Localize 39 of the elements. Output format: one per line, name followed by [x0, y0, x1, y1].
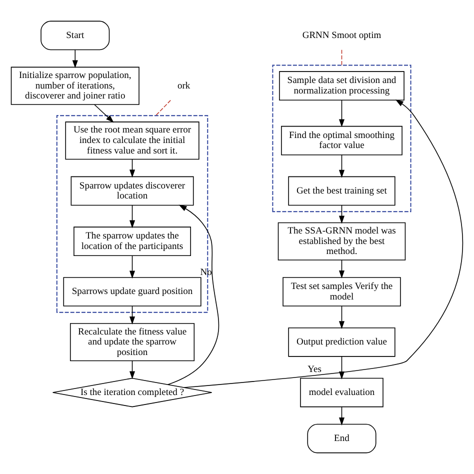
arrow: [129, 255, 136, 279]
connector: [341, 49, 342, 66]
arrow: [184, 100, 464, 388]
node-box: Sparrow updates discoverer location: [70, 176, 194, 206]
arrow: [129, 204, 136, 228]
arrow: [129, 360, 136, 380]
node-box: Use the root mean square error index to calculate the initial fitness value and sort it.: [65, 122, 200, 160]
arrow: [167, 204, 220, 385]
arrow: [94, 104, 114, 123]
arrow: [72, 49, 78, 68]
node-box: The sparrow updates the location of the participants: [74, 226, 191, 256]
node-box: The SSA-GRNN model was established by the best method.: [278, 222, 406, 260]
arrow: [338, 204, 345, 224]
arrow: [129, 158, 136, 178]
node-box: Sparrows update guard position: [63, 277, 202, 306]
node-box: Find the optimal smoothing factor value: [281, 126, 402, 156]
node-box: Test set samples Verify the model: [282, 277, 401, 306]
edge-label: No: [200, 268, 212, 278]
node-box: Initialize sparrow population, number of iterations, discoverer and joiner ratio: [10, 66, 140, 105]
cluster: [272, 64, 412, 212]
node-text: ork: [178, 81, 190, 92]
node-box: model evaluation: [300, 378, 384, 408]
arrow: [338, 356, 345, 380]
arrow: [338, 100, 345, 128]
edge-label: Yes: [308, 364, 322, 375]
arrow: [338, 406, 345, 426]
node-box: Get the best training set: [288, 176, 396, 206]
node-diamond: Is the iteration completed ?: [52, 378, 212, 408]
node-box: Start: [40, 20, 110, 50]
arrow: [129, 306, 136, 324]
node-box: End: [307, 424, 376, 454]
node-text: GRNN Smoot optim: [302, 30, 382, 41]
node-box: Sample data set division and normalization processing: [279, 71, 404, 101]
arrow: [338, 260, 345, 278]
node-box: Output prediction value: [288, 327, 396, 357]
node-box: Recalculate the fitness value and update the sparrow position: [70, 323, 195, 362]
arrow: [338, 154, 345, 178]
connector: [155, 100, 171, 116]
arrow: [338, 306, 345, 330]
